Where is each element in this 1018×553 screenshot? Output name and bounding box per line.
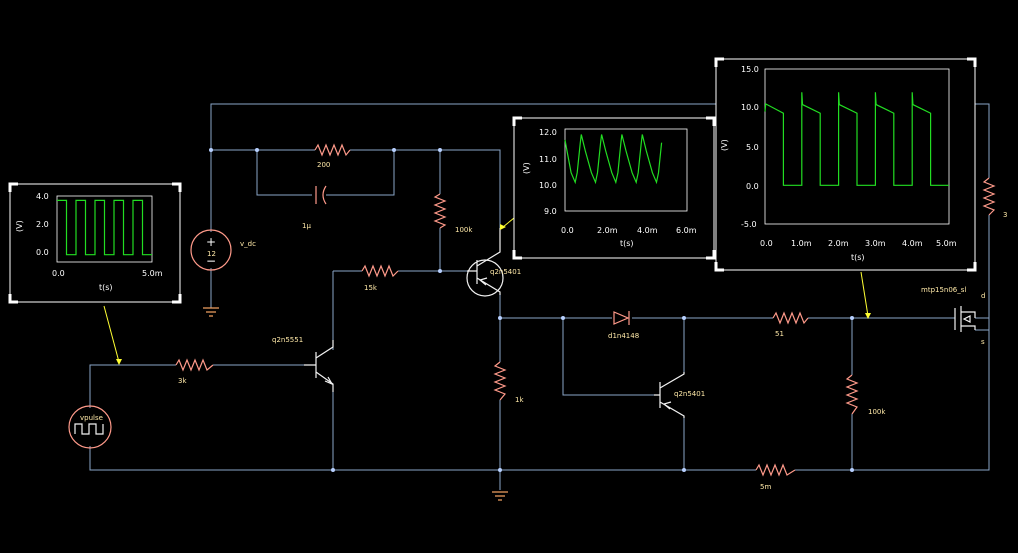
mosfet-mtp15n06[interactable]: mtp15n06_sl d s <box>921 286 985 346</box>
q-mid-label: q2n5401 <box>674 390 705 398</box>
resistor-1k[interactable]: 1k <box>493 361 524 404</box>
transistor-q2n5401-top[interactable]: q2n5401 <box>466 228 521 297</box>
q-left-label: q2n5551 <box>272 336 303 344</box>
plot-right-xtick-1: 1.0m <box>791 239 812 248</box>
wires <box>89 103 990 490</box>
junction-nodes <box>209 148 854 472</box>
plot-left-ylabel: (V) <box>15 220 24 232</box>
resistor-3k[interactable]: 3k <box>175 358 214 385</box>
plot-middle-xtick-3: 6.0m <box>676 226 697 235</box>
plot-left-xtick-1: 5.0m <box>142 269 163 278</box>
plot-right-ytick-4: -5.0 <box>741 220 757 229</box>
q-top-label: q2n5401 <box>490 268 521 276</box>
plot-right-xtick-0: 0.0 <box>760 239 773 248</box>
plot-right[interactable]: (V) 15.0 10.0 5.0 0.0 -5.0 0.0 1.0m 2.0m… <box>714 57 977 272</box>
probe-right[interactable] <box>860 271 871 319</box>
resistor-200-label: 200 <box>317 161 330 169</box>
vdc-name-label: v_dc <box>240 240 256 248</box>
resistor-51-label: 51 <box>775 330 784 338</box>
plot-left-trace <box>57 199 152 256</box>
svg-text:+: + <box>206 235 216 249</box>
plot-left-xlabel: t(s) <box>99 283 113 292</box>
plot-middle-trace <box>564 134 663 185</box>
plot-right-xtick-3: 3.0m <box>865 239 886 248</box>
plot-middle-ytick-1: 11.0 <box>539 155 557 164</box>
svg-text:−: − <box>206 254 216 268</box>
voltage-source-dc[interactable]: + − v_dc 12 <box>190 229 256 271</box>
capacitor-label: 1µ <box>302 222 311 230</box>
plot-middle-ytick-0: 12.0 <box>539 128 557 137</box>
resistor-100k-top[interactable]: 100k <box>433 193 473 234</box>
vdc-value-label: 12 <box>207 250 216 258</box>
resistor-3k-label: 3k <box>178 377 187 385</box>
ground-symbol-vdc <box>203 307 219 317</box>
mosfet-source-label: s <box>981 338 985 346</box>
plot-right-xlabel: t(s) <box>851 253 865 262</box>
plot-middle-xtick-0: 0.0 <box>561 226 574 235</box>
resistor-3[interactable]: 3 <box>982 177 1007 219</box>
resistor-15k-label: 15k <box>364 284 378 292</box>
vpulse-label: vpulse <box>80 414 103 422</box>
plot-middle-ytick-3: 9.0 <box>544 207 557 216</box>
resistor-100k-right[interactable]: 100k <box>845 374 886 416</box>
ground-symbol-main <box>492 491 508 501</box>
resistor-5m[interactable]: 5m <box>755 463 796 491</box>
plot-right-xtick-4: 4.0m <box>902 239 923 248</box>
plot-middle-ytick-2: 10.0 <box>539 181 557 190</box>
plot-middle-xtick-2: 4.0m <box>637 226 658 235</box>
plot-left-xtick-0: 0.0 <box>52 269 65 278</box>
diode-label: d1n4148 <box>608 332 639 340</box>
plot-middle[interactable]: (V) 12.0 11.0 10.0 9.0 0.0 2.0m 4.0m 6.0… <box>512 116 716 260</box>
mosfet-drain-label: d <box>981 292 985 300</box>
plot-left-ytick-0: 4.0 <box>36 192 49 201</box>
plot-middle-xlabel: t(s) <box>620 239 634 248</box>
transistor-q2n5401-mid[interactable]: q2n5401 <box>654 372 705 418</box>
plot-middle-xtick-1: 2.0m <box>597 226 618 235</box>
plot-right-ylabel: (V) <box>720 139 729 151</box>
diode-d1n4148[interactable]: d1n4148 <box>608 311 639 340</box>
plot-left[interactable]: (V) 4.0 2.0 0.0 0.0 5.0m t(s) <box>8 182 182 304</box>
resistor-15k[interactable]: 15k <box>361 264 399 292</box>
plot-right-ytick-3: 0.0 <box>746 182 759 191</box>
resistor-5m-label: 5m <box>760 483 771 491</box>
transistor-q2n5551[interactable]: q2n5551 <box>272 336 334 392</box>
probe-left[interactable] <box>103 305 122 365</box>
plot-right-ytick-1: 10.0 <box>741 103 759 112</box>
resistor-200[interactable]: 200 <box>314 143 351 169</box>
probe-middle[interactable] <box>500 217 515 230</box>
plot-right-ytick-0: 15.0 <box>741 65 759 74</box>
plot-right-xtick-5: 5.0m <box>936 239 957 248</box>
resistor-1k-label: 1k <box>515 396 524 404</box>
resistor-100k-top-label: 100k <box>455 226 473 234</box>
plot-right-trace <box>764 92 949 186</box>
plot-left-ytick-1: 2.0 <box>36 220 49 229</box>
voltage-source-pulse[interactable]: vpulse <box>68 405 112 449</box>
plot-right-ytick-2: 5.0 <box>746 143 759 152</box>
resistor-51[interactable]: 51 <box>772 311 809 338</box>
plot-right-xtick-2: 2.0m <box>828 239 849 248</box>
plot-left-ytick-2: 0.0 <box>36 248 49 257</box>
capacitor-1u[interactable]: 1µ <box>302 185 327 230</box>
mosfet-label: mtp15n06_sl <box>921 286 966 294</box>
resistor-100k-right-label: 100k <box>868 408 886 416</box>
resistor-3-label: 3 <box>1003 211 1007 219</box>
plot-middle-ylabel: (V) <box>522 162 531 174</box>
